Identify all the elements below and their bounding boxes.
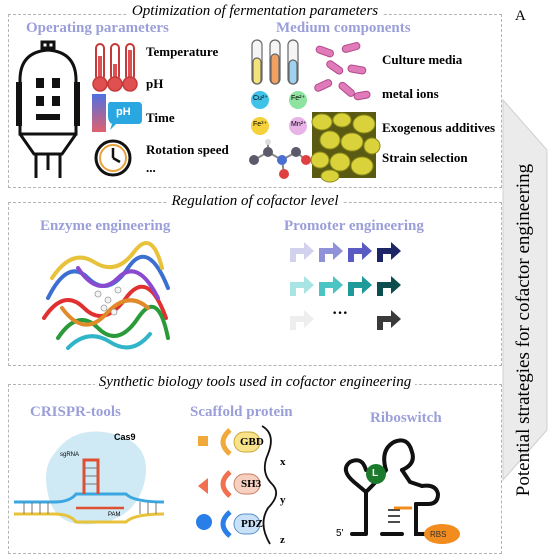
- ph-gradient-icon: [92, 94, 142, 132]
- culture-tubes-icon: [251, 39, 299, 85]
- ion-fe3: Fe³⁺: [253, 121, 268, 128]
- clock-icon: [94, 139, 132, 177]
- pam-label: PAM: [108, 512, 121, 518]
- medium-components-heading: Medium components: [276, 20, 411, 36]
- ion-cu: Cu²⁺: [253, 95, 268, 102]
- param-temperature: Temperature: [146, 44, 219, 59]
- crispr-cas9-illustration: [14, 431, 165, 525]
- enzyme-engineering-heading: Enzyme engineering: [40, 218, 171, 234]
- scaffold-protein-heading: Scaffold protein: [190, 404, 293, 420]
- protein-structure-image: [42, 241, 170, 350]
- domain-mark-z: z: [280, 534, 285, 546]
- panel-a-letter: A: [515, 8, 526, 24]
- ion-mn: Mn²⁺: [291, 121, 307, 128]
- promoter-ellipsis: ···: [332, 305, 349, 322]
- component-culture-media: Culture media: [382, 52, 463, 67]
- bioreactor-icon: [16, 40, 80, 178]
- side-label: Potential strategies for cofactor engine…: [513, 163, 534, 497]
- promoter-arrow: [348, 276, 372, 296]
- promoter-arrow: [377, 310, 401, 330]
- panel-b-title: Regulation of cofactor level: [8, 193, 502, 210]
- crispr-tools-heading: CRISPR-tools: [30, 404, 121, 420]
- param-rotation-speed: Rotation speed: [146, 142, 229, 157]
- promoter-arrow: [319, 242, 343, 262]
- promoter-arrow: [290, 310, 314, 330]
- domain-mark-y: y: [280, 494, 286, 506]
- ligand-label: L: [372, 468, 379, 479]
- promoter-arrows-grid: [290, 242, 401, 330]
- param-time: Time: [146, 110, 175, 125]
- riboswitch-heading: Riboswitch: [370, 410, 442, 426]
- riboswitch-illustration: [343, 438, 460, 544]
- five-prime-label: 5': [336, 528, 344, 539]
- side-arrow-icon: [502, 98, 548, 482]
- promoter-arrow: [348, 242, 372, 262]
- rbs-label: RBS: [430, 530, 447, 539]
- promoter-arrow: [290, 276, 314, 296]
- ion-fe2: Fe²⁺: [291, 95, 306, 102]
- promoter-arrow: [377, 276, 401, 296]
- molecule-icon: [249, 139, 311, 179]
- promoter-engineering-heading: Promoter engineering: [284, 218, 424, 234]
- metal-ions-icon: [251, 91, 307, 135]
- domain-gbd: GBD: [240, 436, 264, 448]
- component-strain-selection: Strain selection: [382, 150, 468, 165]
- operating-parameters-heading: Operating parameters: [26, 20, 169, 36]
- panel-c-title: Synthetic biology tools used in cofactor…: [8, 374, 502, 391]
- promoter-arrow: [319, 276, 343, 296]
- sgrna-label: sgRNA: [60, 452, 80, 458]
- ph-badge: pH: [116, 106, 131, 118]
- panel-a-title: Optimization of fermentation parameters: [8, 3, 502, 20]
- domain-sh3: SH3: [241, 478, 262, 490]
- scaffold-protein-illustration: [196, 425, 278, 545]
- promoter-arrow: [290, 242, 314, 262]
- param-ellipsis: ...: [146, 160, 156, 175]
- domain-pdz: PDZ: [241, 518, 263, 530]
- component-exogenous-additives: Exogenous additives: [382, 120, 496, 135]
- cas9-label: Cas9: [114, 432, 136, 442]
- thermometer-icon: [92, 43, 138, 92]
- param-ph: pH: [146, 76, 164, 91]
- bacteria-icon: [314, 42, 371, 101]
- component-metal-ions: metal ions: [382, 86, 439, 101]
- domain-mark-x: x: [280, 456, 286, 468]
- yeast-micrograph-image: [310, 112, 381, 183]
- promoter-arrow: [377, 242, 401, 262]
